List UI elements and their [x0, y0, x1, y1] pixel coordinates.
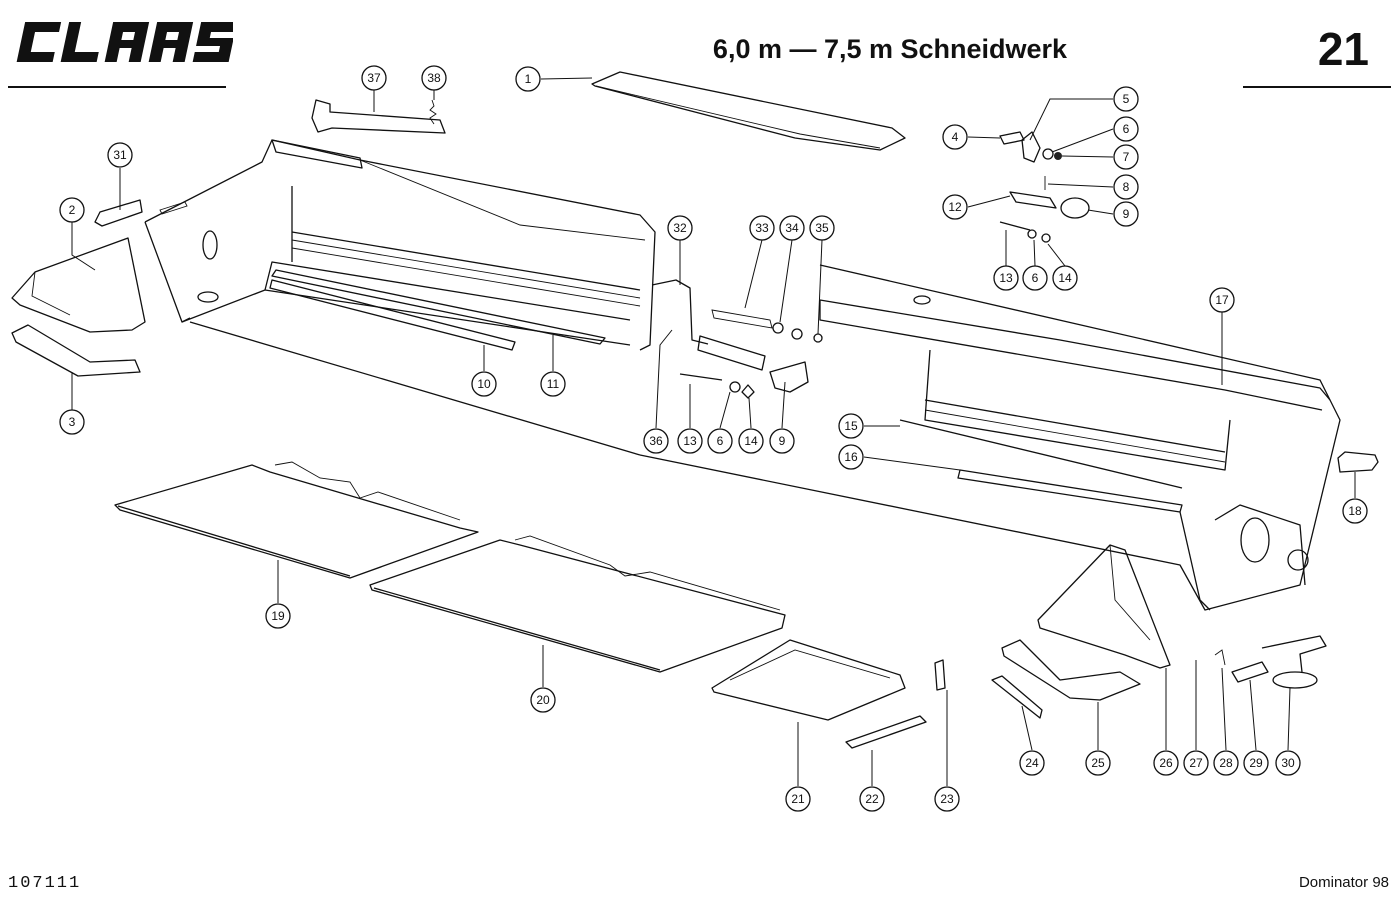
- svg-text:16: 16: [844, 450, 858, 464]
- callout-9: 9: [1113, 201, 1139, 227]
- callout-10: 10: [471, 371, 497, 397]
- svg-text:15: 15: [844, 419, 858, 433]
- callout-22: 22: [859, 786, 885, 812]
- svg-text:22: 22: [865, 792, 879, 806]
- callout-8: 8: [1113, 174, 1139, 200]
- svg-text:7: 7: [1123, 150, 1130, 164]
- page-title: 6,0 m — 7,5 m Schneidwerk: [712, 34, 1068, 64]
- callout-6: 6: [1022, 265, 1048, 291]
- callout-25: 25: [1085, 750, 1111, 776]
- callout-31: 31: [107, 142, 133, 168]
- svg-text:30: 30: [1281, 756, 1295, 770]
- callout-6: 6: [707, 428, 733, 454]
- callout-26: 26: [1153, 750, 1179, 776]
- callout-35: 35: [809, 215, 835, 241]
- svg-text:11: 11: [547, 377, 560, 391]
- svg-text:3: 3: [69, 415, 76, 429]
- callout-13: 13: [677, 428, 703, 454]
- callout-33: 33: [749, 215, 775, 241]
- svg-text:38: 38: [427, 71, 441, 85]
- callout-9: 9: [769, 428, 795, 454]
- svg-text:37: 37: [367, 71, 381, 85]
- callout-12: 12: [942, 194, 968, 220]
- svg-text:13: 13: [683, 434, 697, 448]
- svg-text:4: 4: [952, 130, 959, 144]
- svg-text:6: 6: [1032, 271, 1039, 285]
- callout-14: 14: [738, 428, 764, 454]
- callout-17: 17: [1209, 287, 1235, 313]
- svg-text:28: 28: [1219, 756, 1233, 770]
- page-number: 21: [1317, 23, 1369, 75]
- svg-text:13: 13: [999, 271, 1013, 285]
- callout-15: 15: [838, 413, 864, 439]
- claas-logo: [16, 22, 233, 62]
- callout-11: 11: [540, 371, 566, 397]
- svg-text:33: 33: [755, 221, 769, 235]
- svg-text:14: 14: [744, 434, 758, 448]
- callout-6: 6: [1113, 116, 1139, 142]
- callout-1: 1: [515, 66, 541, 92]
- callout-24: 24: [1019, 750, 1045, 776]
- svg-text:18: 18: [1348, 504, 1362, 518]
- svg-text:17: 17: [1215, 293, 1229, 307]
- svg-text:23: 23: [940, 792, 954, 806]
- callout-3: 3: [59, 409, 85, 435]
- svg-text:8: 8: [1123, 180, 1130, 194]
- part-linework: [11, 71, 1379, 749]
- callout-19: 19: [265, 603, 291, 629]
- callout-30: 30: [1275, 750, 1301, 776]
- callout-5: 5: [1113, 86, 1139, 112]
- callout-28: 28: [1213, 750, 1239, 776]
- svg-text:9: 9: [779, 434, 786, 448]
- callout-37: 37: [361, 65, 387, 91]
- callout-18: 18: [1342, 498, 1368, 524]
- svg-text:14: 14: [1058, 271, 1072, 285]
- callout-leaders: [71, 77, 1356, 786]
- callout-34: 34: [779, 215, 805, 241]
- svg-text:1: 1: [525, 72, 532, 86]
- svg-text:31: 31: [113, 148, 127, 162]
- callout-2: 2: [59, 197, 85, 223]
- svg-text:2: 2: [69, 203, 76, 217]
- header-rule-right: [1243, 86, 1391, 88]
- svg-text:24: 24: [1025, 756, 1039, 770]
- svg-text:21: 21: [791, 792, 805, 806]
- header-rule-left: [8, 86, 226, 88]
- svg-text:25: 25: [1091, 756, 1105, 770]
- callout-38: 38: [421, 65, 447, 91]
- svg-text:26: 26: [1159, 756, 1173, 770]
- callout-16: 16: [838, 444, 864, 470]
- callout-bubbles: 1 2 3 4 5 6 7 8 9 10 11 12 13 6 14 17 31…: [59, 65, 1368, 812]
- callout-29: 29: [1243, 750, 1269, 776]
- callout-4: 4: [942, 124, 968, 150]
- callout-27: 27: [1183, 750, 1209, 776]
- machine-model: Dominator 98: [1298, 874, 1389, 891]
- callout-23: 23: [934, 786, 960, 812]
- callout-36: 36: [643, 428, 669, 454]
- svg-text:6: 6: [1123, 122, 1130, 136]
- svg-text:34: 34: [785, 221, 799, 235]
- svg-text:29: 29: [1249, 756, 1263, 770]
- callout-20: 20: [530, 687, 556, 713]
- svg-text:6: 6: [717, 434, 724, 448]
- callout-13: 13: [993, 265, 1019, 291]
- svg-text:5: 5: [1123, 92, 1130, 106]
- svg-text:12: 12: [948, 200, 962, 214]
- callout-7: 7: [1113, 144, 1139, 170]
- svg-text:10: 10: [477, 377, 491, 391]
- callout-21: 21: [785, 786, 811, 812]
- document-number: 107111: [8, 874, 82, 893]
- svg-text:32: 32: [673, 221, 687, 235]
- svg-text:36: 36: [649, 434, 663, 448]
- svg-text:27: 27: [1189, 756, 1203, 770]
- svg-text:35: 35: [815, 221, 829, 235]
- svg-text:19: 19: [271, 609, 285, 623]
- callout-14: 14: [1052, 265, 1078, 291]
- svg-text:20: 20: [536, 693, 550, 707]
- callout-32: 32: [667, 215, 693, 241]
- svg-text:9: 9: [1123, 207, 1130, 221]
